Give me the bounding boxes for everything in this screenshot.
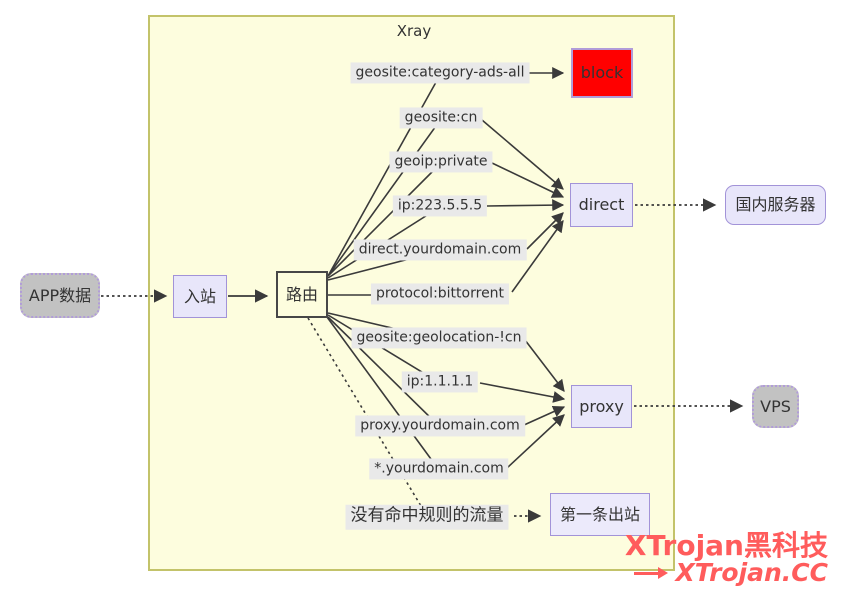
watermark-title: XTrojan黑科技 [624, 528, 828, 562]
rule-label: geosite:category-ads-all [350, 62, 530, 84]
rule-label-fallback: 没有命中规则的流量 [345, 504, 509, 530]
diagram-title: Xray [396, 22, 432, 40]
node-inbound: 入站 [173, 275, 227, 318]
rule-label: *.yourdomain.com [369, 458, 509, 480]
node-router: 路由 [276, 271, 328, 318]
rule-label: direct.yourdomain.com [353, 239, 527, 261]
rule-label: protocol:bittorrent [370, 283, 510, 305]
node-domestic-server: 国内服务器 [725, 185, 826, 225]
rule-label: proxy.yourdomain.com [355, 415, 525, 437]
watermark-site: XTrojan.CC [675, 558, 828, 587]
flow-arrows [101, 198, 744, 523]
rule-label: ip:223.5.5.5 [392, 195, 488, 217]
rule-label: geoip:private [389, 151, 493, 173]
rule-label: geosite:geolocation-!cn [351, 327, 527, 349]
node-first-outbound: 第一条出站 [550, 493, 650, 536]
rule-target-arrows [479, 67, 566, 469]
node-vps: VPS [752, 385, 799, 428]
rule-label: geosite:cn [399, 107, 483, 129]
red-arrow-right-icon [634, 567, 669, 579]
node-app-data: APP数据 [20, 273, 100, 318]
node-block: block [571, 48, 633, 98]
watermark: XTrojan黑科技 XTrojan.CC [625, 531, 828, 586]
node-proxy: proxy [571, 385, 632, 428]
node-direct: direct [570, 183, 633, 227]
rule-label: ip:1.1.1.1 [401, 371, 479, 393]
